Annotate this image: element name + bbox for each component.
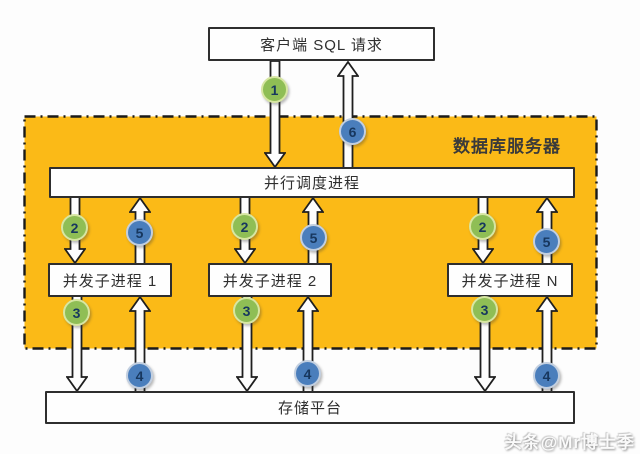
step-badge-3: 3 <box>233 297 260 324</box>
step-badge-3: 3 <box>63 299 90 326</box>
step-badge-5: 5 <box>300 224 327 251</box>
client-sql-request-box: 客户端 SQL 请求 <box>208 27 435 61</box>
arrow-scheduler-to-client <box>337 61 359 168</box>
step-badge-2: 2 <box>61 214 88 241</box>
subprocess-2-box: 并发子进程 2 <box>208 263 332 297</box>
subprocess-1-box: 并发子进程 1 <box>48 263 172 297</box>
step-badge-5: 5 <box>533 228 560 255</box>
step-badge-4: 4 <box>533 362 560 389</box>
storage-platform-box: 存储平台 <box>45 391 575 424</box>
watermark: 头条@Mr博士季 <box>504 433 635 452</box>
step-badge-6: 6 <box>339 118 366 145</box>
step-badge-4: 4 <box>294 360 321 387</box>
step-badge-3: 3 <box>471 296 498 323</box>
step-badge-5: 5 <box>126 219 153 246</box>
step-badge-1: 1 <box>261 76 288 103</box>
subprocess-n-box: 并发子进程 N <box>447 263 573 297</box>
step-badge-4: 4 <box>126 362 153 389</box>
database-server-label: 数据库服务器 <box>453 137 561 156</box>
step-badge-2: 2 <box>469 213 496 240</box>
parallel-scheduler-box: 并行调度进程 <box>49 167 575 198</box>
step-badge-2: 2 <box>231 213 258 240</box>
